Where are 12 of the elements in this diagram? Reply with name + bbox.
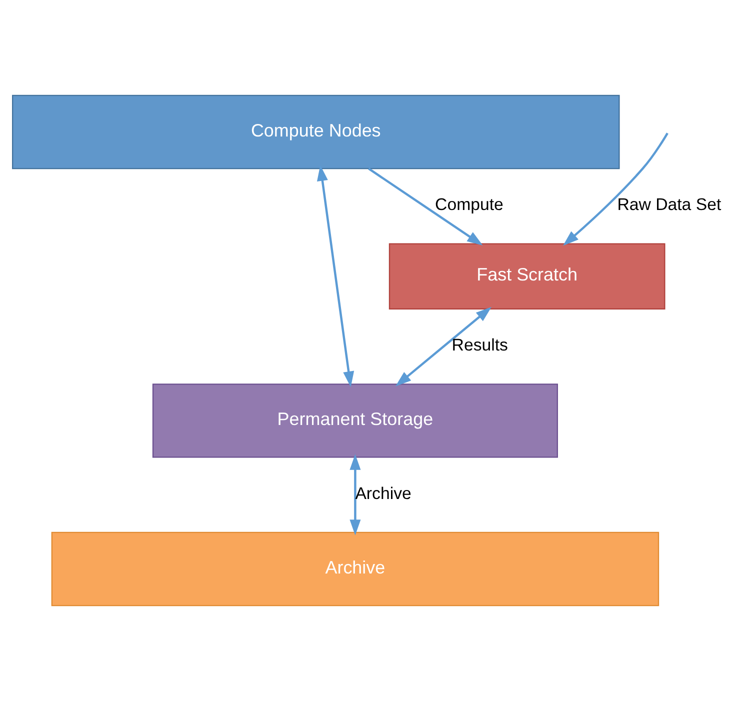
- edge-label: Results: [452, 336, 508, 354]
- edge-label: Compute: [435, 195, 504, 214]
- edge-label: Raw Data Set: [617, 195, 722, 214]
- arrow: [316, 165, 354, 388]
- node-box: Permanent Storage: [152, 384, 558, 458]
- arrow: [562, 132, 668, 246]
- arrow: [368, 168, 483, 246]
- arrow: [350, 454, 361, 536]
- arrow: [395, 306, 492, 386]
- node-box: Compute Nodes: [12, 94, 620, 170]
- node-box: Fast Scratch: [388, 243, 666, 310]
- node-box: Archive: [51, 532, 660, 606]
